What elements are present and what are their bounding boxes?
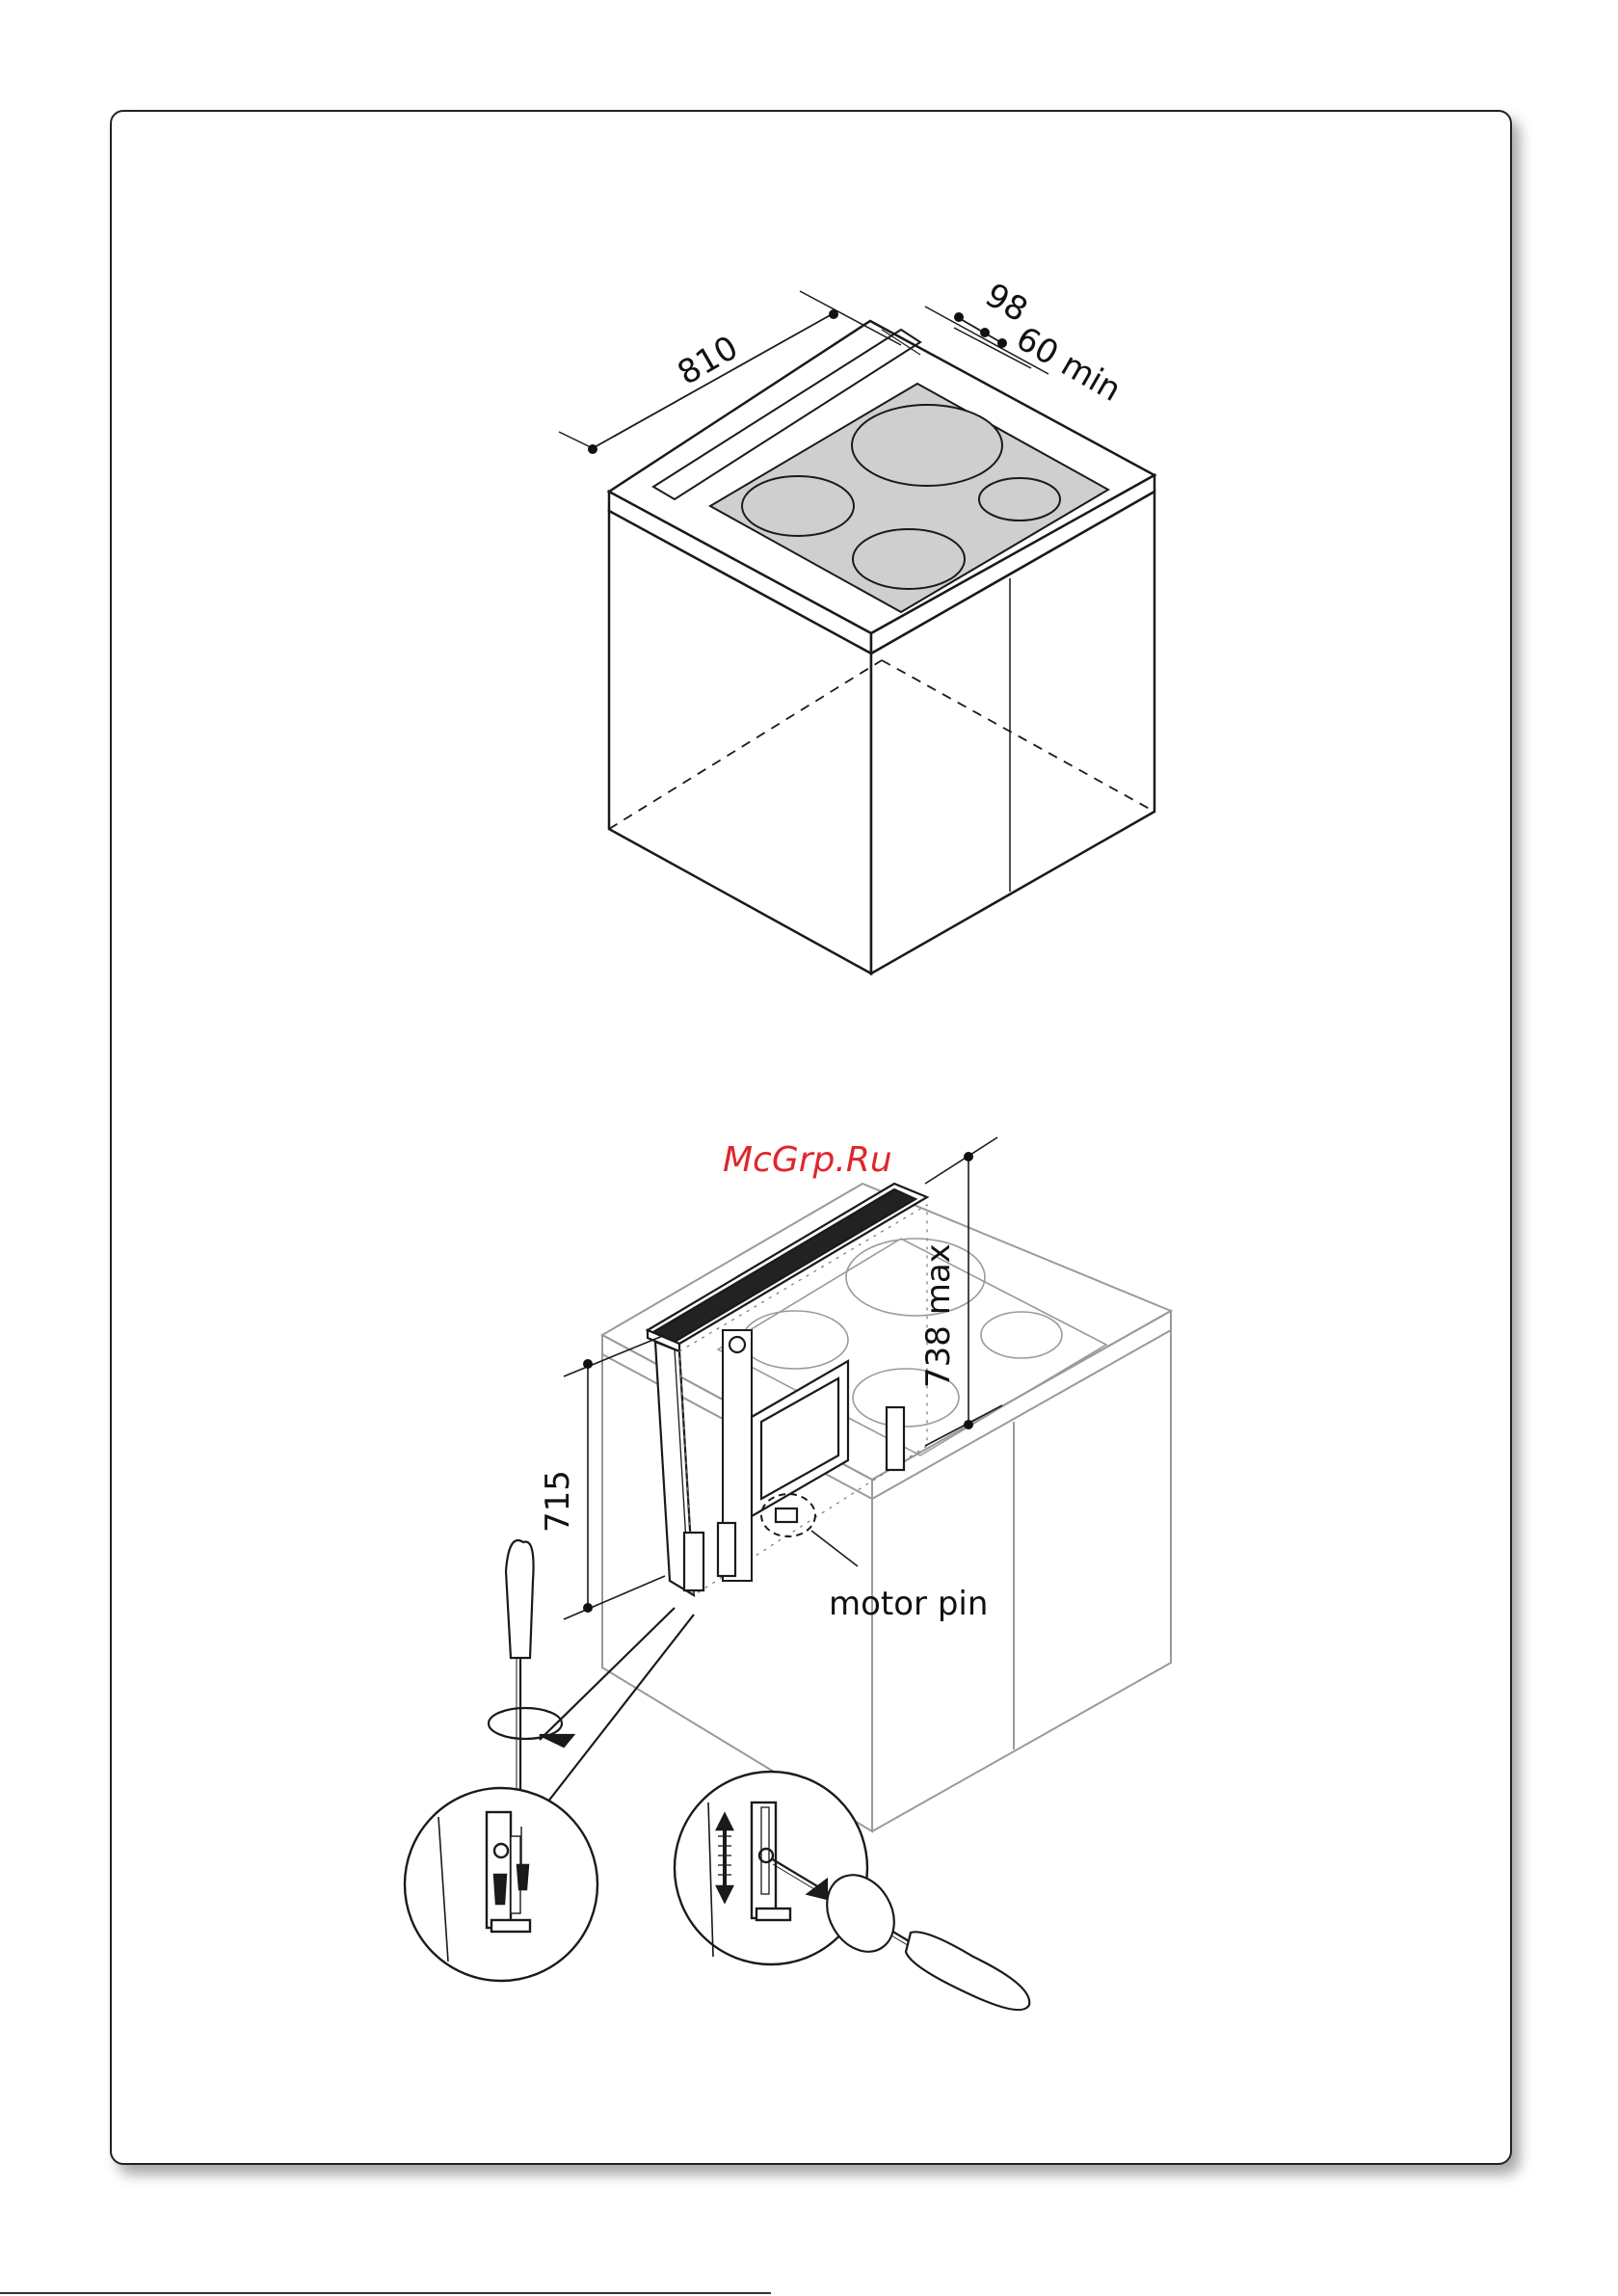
footer-rule [0,2292,771,2294]
screwdriver-left [489,1540,694,1827]
dim-label-60-min: 60 min [1010,319,1127,410]
figure-cabinet-hob [559,291,1154,974]
dim-label-98: 98 [979,276,1034,330]
zone-left [742,476,854,536]
motor-pin-label: motor pin [829,1585,988,1623]
zone-large [852,405,1002,486]
watermark: McGrp.Ru [723,1140,892,1180]
zone-small [979,478,1060,521]
dim-label-738-max: 738 max [919,1243,958,1388]
dim-label-715: 715 [539,1470,577,1533]
detail-circle-left [405,1788,597,1981]
figure-installation [405,1137,1171,2010]
zone-front [853,529,965,589]
